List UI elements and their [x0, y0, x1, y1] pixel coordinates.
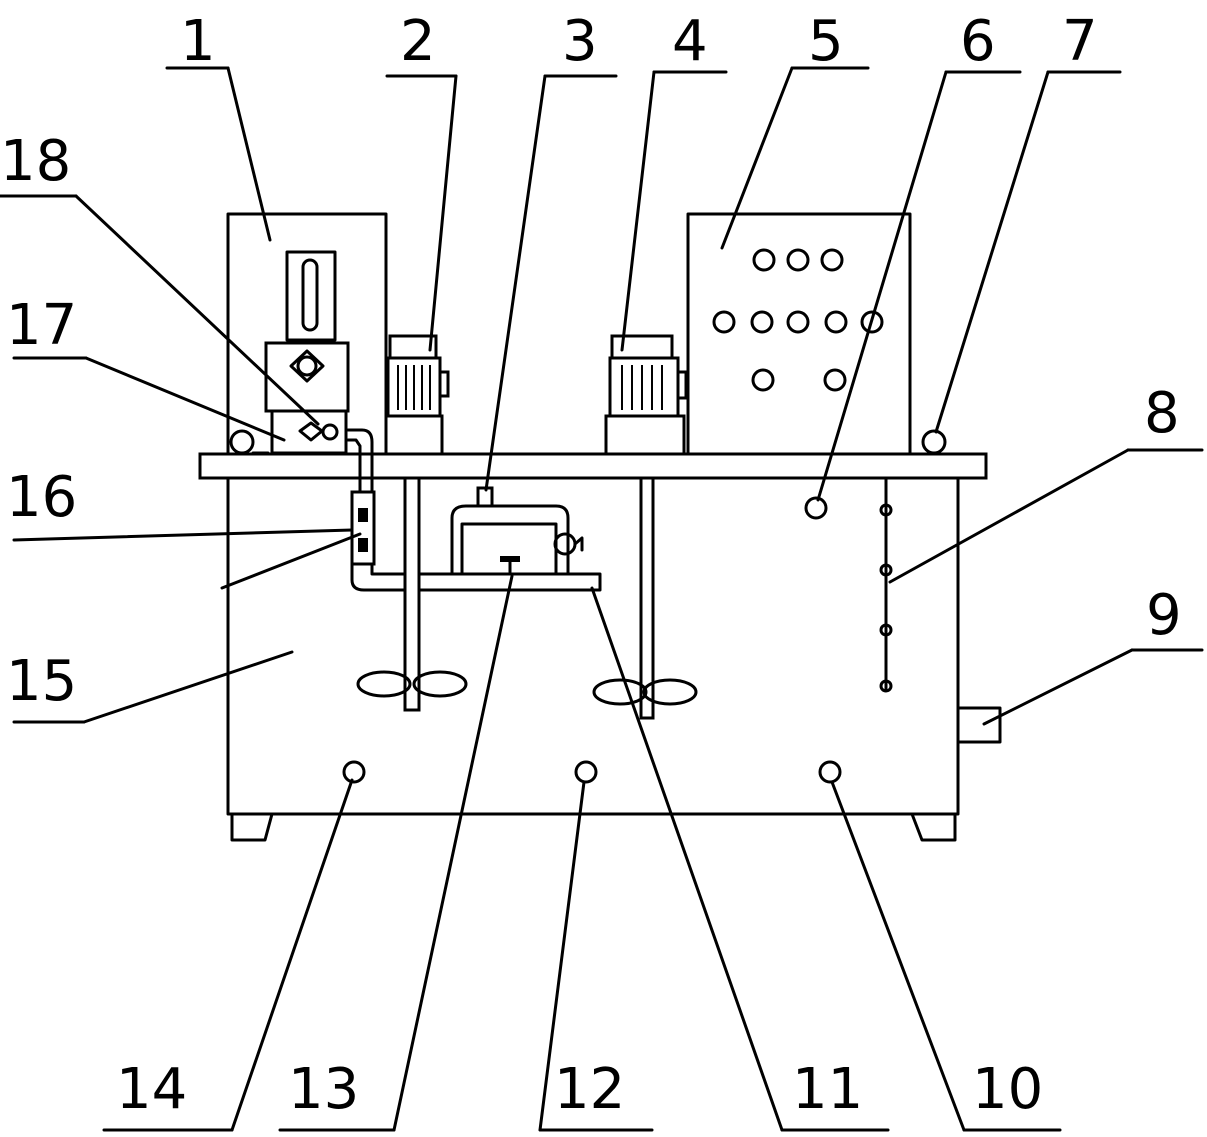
leader-6: [816, 70, 948, 502]
control-button: [786, 248, 810, 272]
leader-3: [484, 74, 547, 492]
stirrer-shaft-right: [639, 476, 655, 720]
pressure-gauge: [553, 532, 577, 556]
dosing-pump-box: [264, 341, 350, 413]
motor-2-terminal: [438, 370, 450, 398]
label-7: 7: [1062, 9, 1098, 74]
label-15: 15: [6, 649, 77, 714]
control-buttons: [712, 248, 884, 392]
impeller-left-a: [356, 670, 412, 698]
overflow-port: [956, 706, 1002, 744]
control-button: [752, 248, 776, 272]
impeller-left-b: [412, 670, 468, 698]
leader-10: [830, 780, 966, 1132]
meter-window: [285, 250, 337, 342]
feed-pipe-inner: [346, 438, 362, 494]
label-2: 2: [400, 9, 436, 74]
motor-4-base: [604, 414, 686, 456]
label-16: 16: [6, 465, 77, 530]
level-gauge-float: [879, 623, 893, 637]
control-button: [712, 310, 736, 334]
meter-slot: [301, 258, 319, 332]
label-14: 14: [116, 1057, 187, 1122]
flow-meter-mark-2: [358, 538, 368, 552]
motor-2-cap: [388, 334, 438, 362]
pump-diamond: [289, 349, 325, 383]
label-11: 11: [792, 1057, 863, 1122]
level-gauge-float: [879, 563, 893, 577]
label-9: 9: [1146, 583, 1182, 648]
control-button: [824, 310, 848, 334]
leader-18: [74, 194, 320, 426]
control-button: [750, 310, 774, 334]
leader-15: [82, 650, 294, 724]
control-button: [823, 368, 847, 392]
top-plate: [198, 452, 988, 480]
leader-5: [720, 66, 794, 250]
impeller-right-b: [642, 678, 698, 706]
label-4: 4: [672, 9, 708, 74]
leader-1: [226, 66, 272, 242]
leader-4: [620, 70, 656, 352]
motor-2-base: [384, 414, 444, 456]
feed-pipe: [346, 428, 374, 494]
pressure-gauge-stem: [573, 536, 584, 552]
motor-4-terminal: [676, 370, 688, 400]
leader-7: [934, 70, 1050, 434]
motor-4-body: [608, 356, 680, 418]
drain-12: [574, 760, 598, 784]
drain-10: [818, 760, 842, 784]
label-17: 17: [6, 293, 77, 358]
flow-meter-mark-1: [358, 508, 368, 522]
pump-base: [270, 409, 348, 455]
control-button: [860, 310, 884, 334]
control-button: [786, 310, 810, 334]
leader-13: [392, 574, 514, 1132]
leader-16-b: [220, 532, 362, 590]
leader-11: [590, 586, 784, 1132]
label-6: 6: [960, 9, 996, 74]
label-1: 1: [180, 9, 216, 74]
label-8: 8: [1144, 381, 1180, 446]
leader-9: [982, 648, 1134, 726]
leader-12: [538, 780, 586, 1132]
leader-17: [84, 356, 286, 442]
left-cabinet: [226, 212, 388, 456]
lower-pipe: [350, 562, 602, 592]
impeller-right-a: [592, 678, 648, 706]
label-10: 10: [972, 1057, 1043, 1122]
right-foot: [910, 812, 957, 842]
left-fitting: [229, 429, 255, 455]
label-5: 5: [808, 9, 844, 74]
leader-14: [230, 778, 354, 1132]
leader-2: [428, 74, 458, 352]
control-button: [820, 248, 844, 272]
control-box: [686, 212, 912, 456]
level-gauge-float: [879, 679, 893, 693]
pump-dial: [296, 355, 318, 377]
leader-16: [12, 528, 354, 542]
manifold-pipe: [450, 504, 570, 576]
leader-8: [888, 448, 1130, 584]
drain-14: [342, 760, 366, 784]
control-button: [751, 368, 775, 392]
label-12: 12: [554, 1057, 625, 1122]
left-foot: [230, 812, 274, 842]
label-3: 3: [562, 9, 598, 74]
stirrer-shaft-left: [403, 476, 421, 712]
fitting-7: [921, 429, 947, 455]
flow-meter: [350, 490, 376, 566]
level-gauge-float: [879, 503, 893, 517]
valve-handle: [500, 556, 520, 562]
label-13: 13: [288, 1057, 359, 1122]
pump-port: [321, 423, 339, 441]
label-18: 18: [0, 129, 71, 194]
port-6: [804, 496, 828, 520]
